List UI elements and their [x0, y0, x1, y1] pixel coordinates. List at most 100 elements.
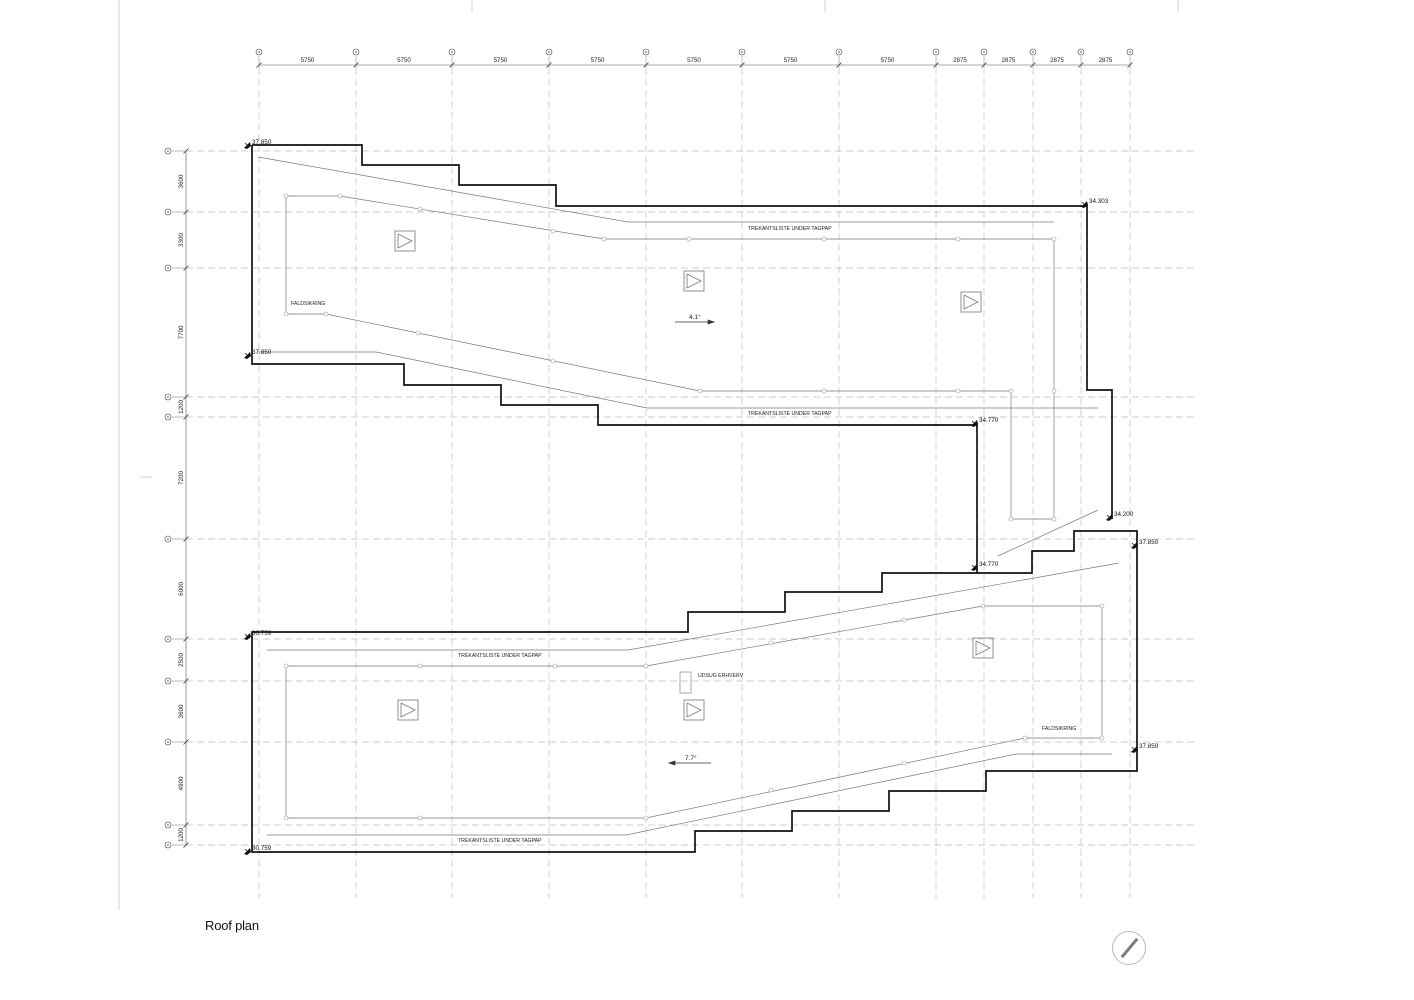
level-label: 34.303 [1089, 198, 1109, 205]
anchor-node [283, 663, 289, 669]
grid-bubble-icon [545, 48, 553, 56]
anchor-node [1051, 388, 1057, 394]
row-dimension-label: 4900 [178, 776, 185, 790]
grid-bubbles-rows [164, 147, 172, 849]
grid-bubble-icon [448, 48, 456, 56]
anchor-node [1051, 236, 1057, 242]
grid-bubble-icon [352, 48, 360, 56]
level-marker-icon [244, 142, 251, 149]
note-faldsikring-1: FALDSIKRING [291, 301, 325, 307]
level-marker-icon [1106, 514, 1113, 521]
grid-bubble-icon [642, 48, 650, 56]
grid-bubble-icon [1077, 48, 1085, 56]
anchor-node [417, 663, 423, 669]
column-dimension-label: 5750 [784, 57, 798, 64]
row-dimension-label: 2500 [178, 653, 185, 667]
sheet-frame [118, 0, 1179, 910]
left-dimension-ticks [172, 148, 189, 848]
anchor-node [1022, 735, 1028, 741]
anchor-node [337, 193, 343, 199]
anchor-node [643, 663, 649, 669]
anchor-node [415, 330, 421, 336]
exhaust-box [679, 671, 692, 694]
anchor-node [1008, 516, 1014, 522]
anchor-node [283, 311, 289, 317]
anchor-node [1099, 603, 1105, 609]
anchor-node [768, 640, 774, 646]
slope-label-upper: 4.1° [689, 313, 701, 321]
level-marker-icon [971, 564, 978, 571]
anchor-node [955, 236, 961, 242]
note-trekant-3: TREKANTSLISTE UNDER TAGPAP [458, 653, 542, 659]
grid-bubble-icon [1126, 48, 1134, 56]
grid-lines-horizontal [186, 150, 1195, 846]
fall-protection-anchors [283, 193, 1105, 821]
level-label: 37.850 [252, 349, 272, 356]
roof-hatch-icon [394, 230, 416, 252]
column-dimension-label: 2875 [953, 57, 967, 64]
grid-bubble-icon [980, 48, 988, 56]
column-dimension-label: 2875 [1099, 57, 1113, 64]
anchor-node [697, 388, 703, 394]
grid-bubble-icon [164, 635, 172, 643]
anchor-node [643, 815, 649, 821]
grid-lines-vertical [258, 68, 1131, 898]
anchor-node [552, 663, 558, 669]
anchor-node [980, 603, 986, 609]
roof-hatch-icon [972, 637, 994, 659]
grid-bubble-icon [255, 48, 263, 56]
anchor-node [601, 236, 607, 242]
roof-hatch-icon [960, 291, 982, 313]
north-arrow-icon [1112, 931, 1146, 965]
roof-hatches [394, 230, 994, 721]
note-faldsikring-2: FALDSIKRING [1042, 726, 1076, 732]
grid-bubble-icon [164, 535, 172, 543]
column-dimension-label: 5750 [881, 57, 895, 64]
top-dimension-ticks [256, 56, 1133, 68]
level-marker-icon [244, 848, 251, 855]
row-dimension-label: 7700 [178, 325, 185, 339]
level-label: 37.850 [252, 139, 272, 146]
roof-hatch-icon [683, 270, 705, 292]
anchor-node [417, 815, 423, 821]
grid-bubble-icon [164, 821, 172, 829]
slope-arrows [667, 319, 716, 766]
level-label: 30.759 [252, 845, 272, 852]
column-dimension-label: 2875 [1002, 57, 1016, 64]
upper-roof-outline-lower-edge [251, 145, 978, 569]
grid-bubble-icon [164, 264, 172, 272]
level-marker-icon [244, 352, 251, 359]
grid-bubbles-columns [255, 48, 1134, 56]
level-label: 34.770 [979, 417, 999, 424]
anchor-node [1008, 388, 1014, 394]
grid-bubble-icon [164, 393, 172, 401]
note-udsug: UDSUG ERHVERV [698, 673, 744, 679]
level-marker-icon [244, 633, 251, 640]
row-dimension-label: 1200 [178, 828, 185, 842]
note-trekant-2: TREKANTSLISTE UNDER TAGPAP [748, 411, 832, 417]
grid-bubble-icon [835, 48, 843, 56]
level-label: 34.200 [1114, 511, 1134, 518]
row-dimension-label: 6000 [178, 582, 185, 596]
level-marker-icon [1131, 542, 1138, 549]
grid-bubble-icon [1029, 48, 1037, 56]
note-trekant-1: TREKANTSLISTE UNDER TAGPAP [748, 226, 832, 232]
anchor-node [686, 236, 692, 242]
anchor-node [901, 760, 907, 766]
row-dimension-label: 3600 [178, 174, 185, 188]
column-dimension-label: 5750 [301, 57, 315, 64]
level-label: 30.759 [252, 630, 272, 637]
anchor-node [323, 311, 329, 317]
row-dimension-label: 7200 [178, 471, 185, 485]
row-dimension-label: 1200 [178, 400, 185, 414]
anchor-node [821, 388, 827, 394]
grid-bubble-icon [164, 738, 172, 746]
grid-bubble-icon [164, 413, 172, 421]
anchor-node [901, 617, 907, 623]
column-dimension-label: 5750 [397, 57, 411, 64]
slope-labels: 4.1° 7.7° [685, 313, 701, 762]
